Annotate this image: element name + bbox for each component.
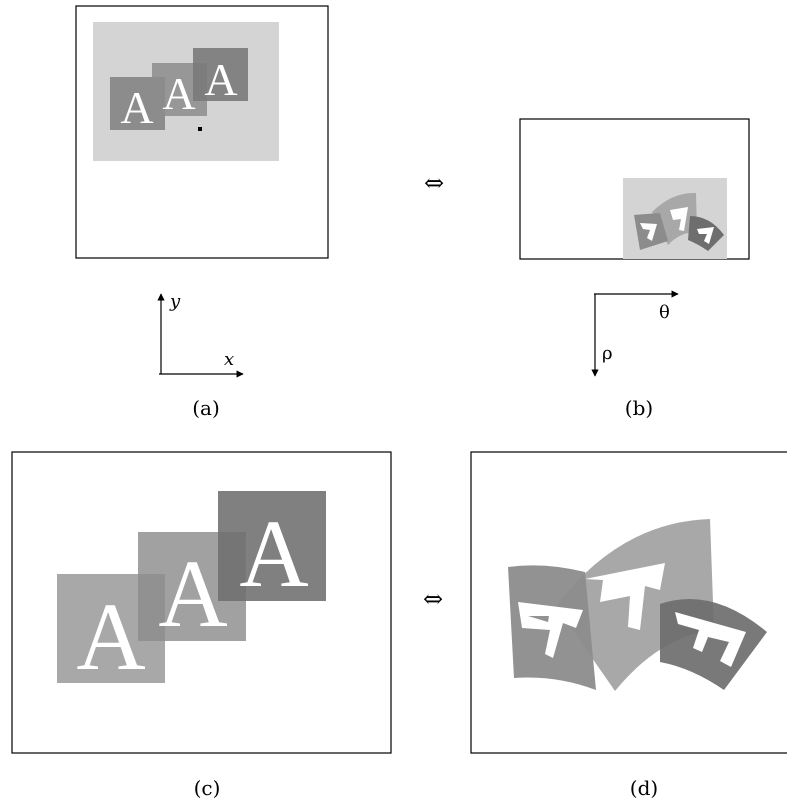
- panel-c: A A A: [11, 451, 392, 754]
- panel-a-glyph-3: A: [204, 54, 237, 105]
- panel-b-warped-glyph-1: [640, 223, 657, 241]
- caption-a: (a): [192, 396, 220, 420]
- x-axis-label: x: [224, 349, 234, 370]
- y-axis-label: y: [169, 291, 181, 312]
- panel-d-warped-glyph-2: [585, 563, 665, 630]
- panel-d-warped-glyph-3: [675, 612, 746, 667]
- panel-b-warped-glyph-2: [670, 207, 688, 231]
- panel-d: [470, 451, 787, 754]
- panel-a-glyph-1: A: [120, 82, 153, 133]
- panel-c-glyph-1: A: [76, 583, 145, 690]
- caption-b: (b): [625, 396, 653, 420]
- panel-c-square-3: [218, 491, 326, 601]
- theta-axis-label: θ: [659, 302, 670, 323]
- panel-d-warped-glyph-1: [518, 602, 583, 658]
- caption-c: (c): [194, 776, 221, 800]
- axes-xy: y x: [157, 291, 244, 378]
- panel-a: A A A: [75, 5, 329, 259]
- panel-a-center-dot: [198, 127, 202, 131]
- panel-a-glyph-2: A: [162, 68, 195, 119]
- panel-b-warped-glyph-3: [697, 227, 714, 244]
- panel-c-glyph-2: A: [158, 540, 227, 647]
- equivalence-symbol-top: ⇔: [424, 169, 444, 197]
- panel-b: [519, 118, 750, 260]
- panel-c-glyph-3: A: [239, 500, 308, 607]
- panel-b-warped-glyphs: [634, 192, 724, 251]
- panel-a-square-3: [193, 48, 248, 101]
- axes-polar: θ ρ: [591, 290, 679, 377]
- rho-axis-label: ρ: [602, 343, 613, 364]
- caption-d: (d): [630, 776, 658, 800]
- equivalence-symbol-bottom: ⇔: [423, 585, 443, 613]
